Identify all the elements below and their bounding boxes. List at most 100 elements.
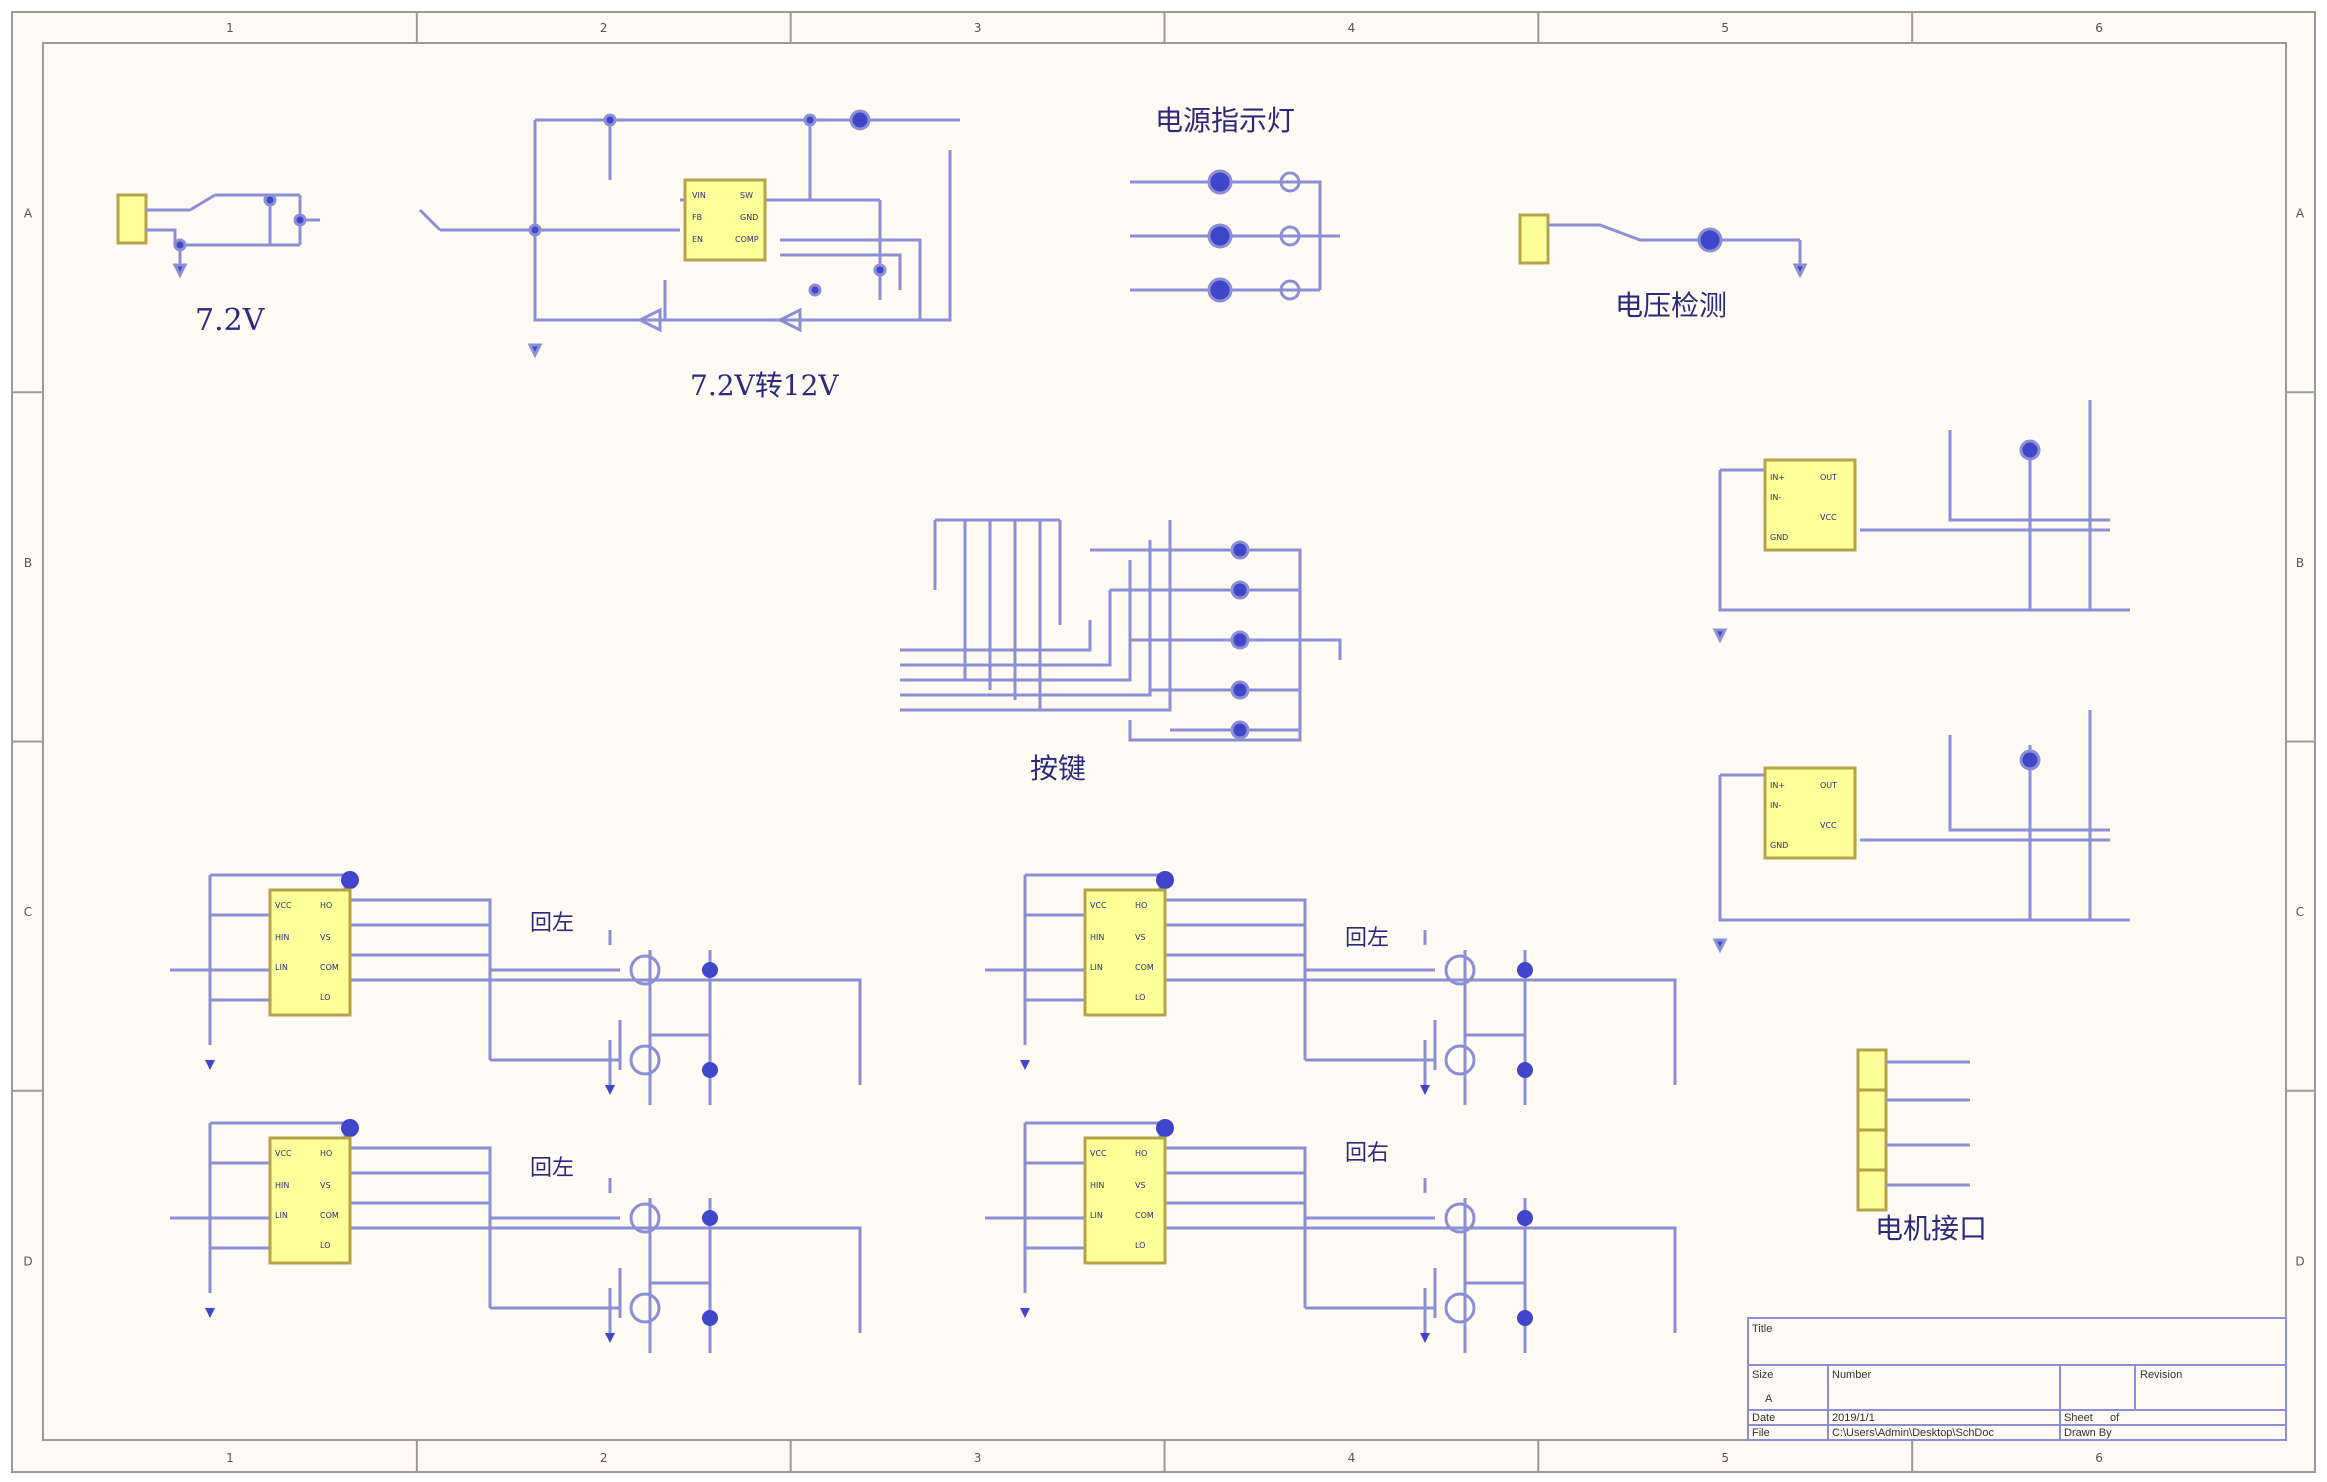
svg-text:GND: GND: [1770, 533, 1788, 542]
bridge-1-title: 回左: [530, 911, 574, 936]
svg-text:IN-: IN-: [1770, 801, 1781, 810]
bridge-titles: 回左 回左 回左 回右: [530, 911, 1389, 1181]
ground-symbol: [605, 1333, 615, 1343]
bridge-mosfet: [629, 954, 661, 986]
driver-ic: [268, 1136, 352, 1265]
frame-row-label-left: D: [23, 1254, 32, 1268]
driver-ic-pin: VS: [1135, 933, 1146, 942]
driver-ic-pin: VCC: [275, 1149, 292, 1158]
voltage-detect-circuit: [1518, 213, 1808, 279]
section-keys-title: 按键: [1030, 752, 1086, 785]
svg-text:EN: EN: [692, 235, 703, 244]
sense-ic-1-pins: IN+ IN- OUT VCC GND: [1770, 473, 1837, 542]
driver-ic-pin: HIN: [275, 933, 289, 942]
sheet-value: of: [2110, 1412, 2120, 1424]
date-label: Date: [1752, 1412, 1775, 1424]
title-block: [1747, 1317, 2287, 1441]
ground-symbol: [205, 1308, 215, 1318]
file-value: C:\Users\Admin\Desktop\SchDoc: [1832, 1427, 1994, 1439]
driver-ic-pin: HIN: [1090, 1181, 1104, 1190]
motor-interface: [1856, 1048, 1970, 1212]
section-boost-title: 7.2V转12V: [690, 369, 839, 402]
bridge-mosfet: [629, 1292, 661, 1324]
size-label: Size: [1752, 1369, 1773, 1381]
bridge-mosfet: [629, 1202, 661, 1234]
sense-ic-2: [1763, 766, 1857, 860]
ground-symbol: [1420, 1085, 1430, 1095]
frame-col-label-bottom: 1: [226, 1451, 234, 1465]
frame-col-label-top: 5: [1721, 21, 1729, 35]
battery-circuit: [116, 193, 320, 279]
driver-ic-pin: COM: [320, 1211, 339, 1220]
file-label: File: [1752, 1427, 1770, 1439]
driver-ic-pin: LIN: [275, 1211, 288, 1220]
driver-ic-pin: HO: [320, 901, 332, 910]
driver-ic-pin: LO: [320, 1241, 330, 1250]
frame-col-label-top: 4: [1348, 21, 1356, 35]
bridge-diode: [1517, 1210, 1533, 1226]
section-battery-title: 7.2V: [195, 303, 266, 338]
driver-ic-pin: LO: [1135, 993, 1145, 1002]
driver-ic-pin: VS: [1135, 1181, 1146, 1190]
section-current-sense-title: 电源指示灯: [1155, 104, 1295, 137]
bridge-diode: [702, 962, 718, 978]
driver-ic-pin: LIN: [275, 963, 288, 972]
bridge-3-title: 回左: [1345, 926, 1389, 951]
svg-text:FB: FB: [692, 213, 702, 222]
driver-ic-pin: HO: [1135, 901, 1147, 910]
frame-col-label-top: 6: [2095, 21, 2103, 35]
boost-circuit: [418, 109, 960, 359]
ground-symbol: [205, 1060, 215, 1070]
title-label: Title: [1752, 1323, 1772, 1335]
frame-col-label-bottom: 5: [1721, 1451, 1729, 1465]
current-sense-circuit: [1130, 169, 1340, 303]
svg-text:VIN: VIN: [692, 191, 706, 200]
bridge-diode: [1517, 962, 1533, 978]
frame-col-label-top: 3: [974, 21, 982, 35]
ground-symbol: [1020, 1060, 1030, 1070]
boost-ic: [683, 178, 767, 262]
bridge-2-title: 回左: [530, 1156, 574, 1181]
bridge-diode: [341, 871, 359, 889]
frame-col-label-bottom: 4: [1348, 1451, 1356, 1465]
svg-text:VCC: VCC: [1820, 513, 1837, 522]
driver-ic-pin: HO: [1135, 1149, 1147, 1158]
bridge-diode: [702, 1062, 718, 1078]
frame-col-label-bottom: 2: [600, 1451, 608, 1465]
svg-text:SW: SW: [740, 191, 753, 200]
frame-row-label-left: A: [24, 207, 33, 221]
svg-text:GND: GND: [1770, 841, 1788, 850]
svg-text:GND: GND: [740, 213, 758, 222]
sheet-label: Sheet: [2064, 1412, 2093, 1424]
bridge-diode: [341, 1119, 359, 1137]
bridge-diode: [1517, 1062, 1533, 1078]
revision-label: Revision: [2140, 1369, 2182, 1381]
frame-row-label-left: B: [24, 556, 32, 570]
driver-ic-pin: COM: [320, 963, 339, 972]
ground-symbol: [605, 1085, 615, 1095]
svg-text:IN+: IN+: [1770, 781, 1785, 790]
bridge-diode: [1156, 871, 1174, 889]
size-value: A: [1765, 1393, 1773, 1405]
frame-col-label-bottom: 6: [2095, 1451, 2103, 1465]
boost-ic-pins: VIN SW FB GND EN COMP: [692, 191, 759, 244]
number-label: Number: [1832, 1369, 1871, 1381]
frame-col-label-top: 1: [226, 21, 234, 35]
frame-row-label-right: C: [2296, 905, 2304, 919]
drawn-by-label: Drawn By: [2064, 1427, 2112, 1439]
driver-ic-pin: LO: [1135, 1241, 1145, 1250]
driver-ic: [1083, 1136, 1167, 1265]
driver-ic-pin: VS: [320, 933, 331, 942]
sense-ic-1: [1763, 458, 1857, 552]
sense-ic-2-pins: IN+ IN- OUT VCC GND: [1770, 781, 1837, 850]
ground-symbol: [1420, 1333, 1430, 1343]
driver-ic-pin: HIN: [275, 1181, 289, 1190]
bridge-diode: [1156, 1119, 1174, 1137]
bridge-4-title: 回右: [1345, 1141, 1389, 1166]
driver-ic-pin: HIN: [1090, 933, 1104, 942]
